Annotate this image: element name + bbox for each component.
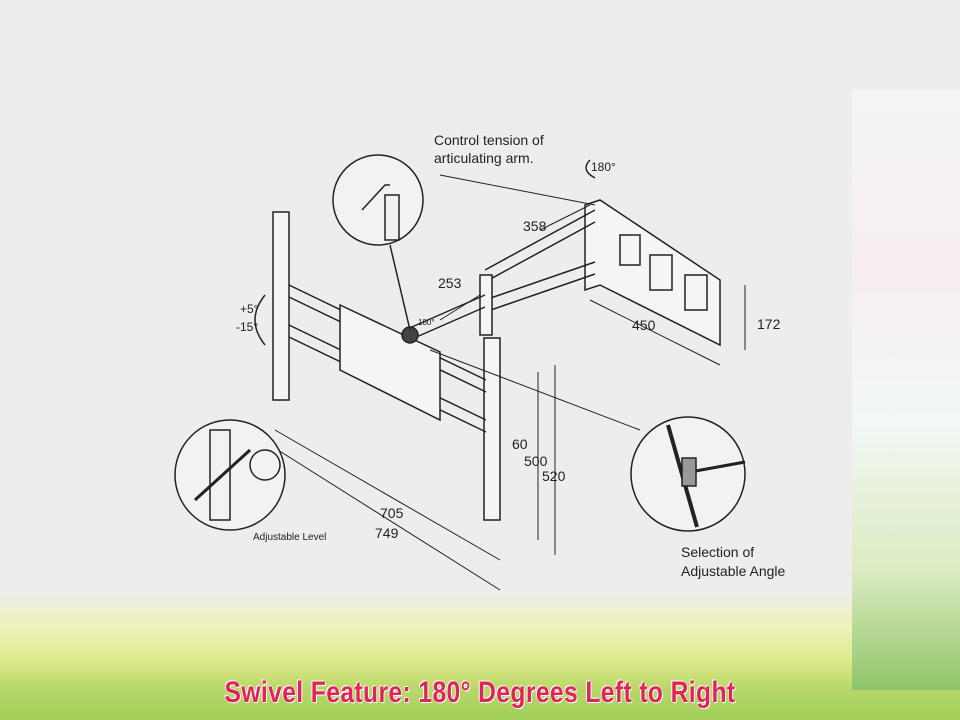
label-450: 450 [632,317,656,333]
label-180-top: 180° [591,160,616,174]
label-705: 705 [380,505,404,521]
label-180-small: 180° [418,318,435,327]
detail-circle-tension [332,154,424,331]
caption: Swivel Feature: 180° Degrees Left to Rig… [224,676,736,709]
label-angle-2: Adjustable Angle [681,563,786,579]
label-tension-1: Control tension of [434,132,544,148]
label-358: 358 [523,218,547,234]
label-500: 500 [524,453,548,469]
label-172: 172 [757,316,781,332]
dimension-lines [269,174,746,591]
label-tilt-up: +5° [240,302,259,316]
detail-circle-angle [630,416,746,532]
label-tension-2: articulating arm. [434,150,534,166]
swivel-arc-icon [585,159,596,179]
label-253: 253 [438,275,462,291]
label-tilt-down: -15° [236,320,258,334]
detail-circle-level [174,419,286,531]
wall-plate [584,199,721,347]
decorative-bottle-strip [852,90,960,690]
tilt-arc-icon [254,294,266,346]
label-adjustable-level: Adjustable Level [253,532,326,543]
label-749: 749 [375,525,399,541]
label-angle-1: Selection of [681,544,754,560]
grass-background [0,590,960,720]
tv-bracket [272,211,501,521]
label-520: 520 [542,468,566,484]
label-60: 60 [512,436,528,452]
